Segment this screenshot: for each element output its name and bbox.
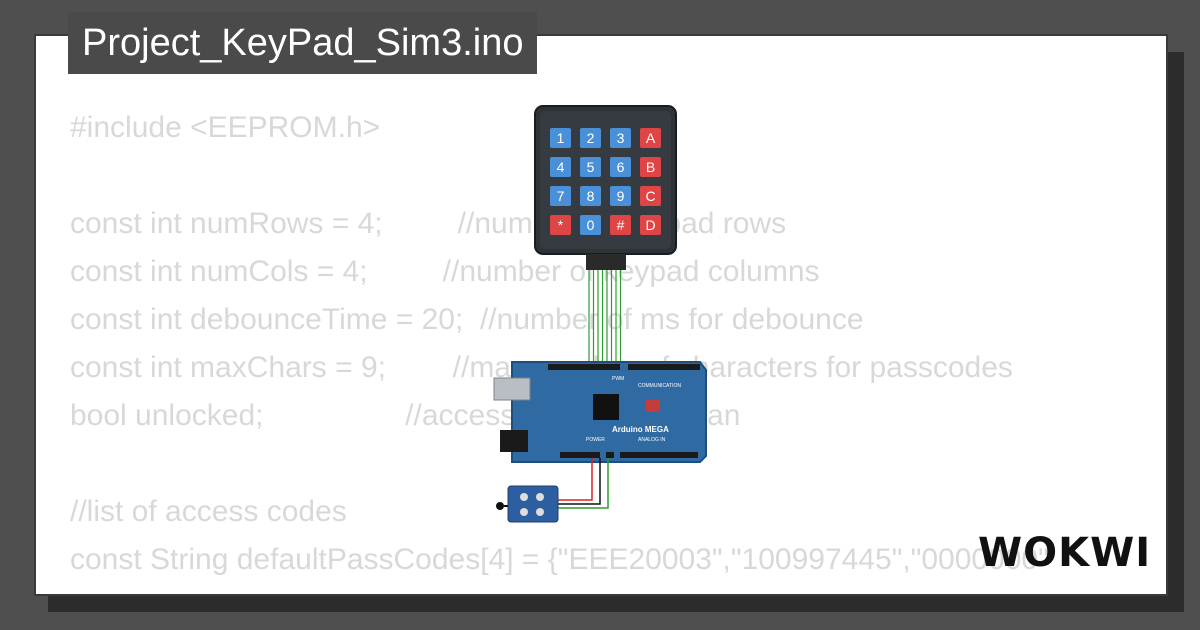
keypad-key-0[interactable]: 0 [580, 215, 601, 235]
keypad-key-label: B [646, 159, 655, 175]
keypad-key-label: C [645, 188, 655, 204]
communication-label: COMMUNICATION [638, 383, 681, 389]
keypad-key-label: D [645, 217, 655, 233]
wokwi-logo-text: WOKWI [978, 530, 1150, 576]
keypad-key-*[interactable]: * [550, 215, 571, 235]
pwm-label: PWM [612, 376, 624, 382]
keypad-key-label: 1 [557, 130, 565, 146]
code-line: const String defaultPassCodes[4] = {"EEE… [70, 543, 1049, 576]
keypad-key-label: 6 [617, 159, 625, 175]
keypad-key-label: A [646, 130, 656, 146]
code-line: const int numRows = 4; //number of keypa… [70, 207, 787, 240]
keypad-key-label: 4 [557, 159, 565, 175]
analog-label: ANALOG IN [638, 437, 666, 443]
header-pins-top [628, 364, 700, 370]
header-pins-bottom [560, 452, 600, 458]
keypad-key-label: 8 [587, 188, 595, 204]
keypad-key-label: 5 [587, 159, 595, 175]
keypad-key-label: # [617, 217, 625, 233]
keypad-key-4[interactable]: 4 [550, 157, 571, 177]
keypad-key-1[interactable]: 1 [550, 128, 571, 148]
keypad-key-7[interactable]: 7 [550, 186, 571, 206]
keypad-key-label: 2 [587, 130, 595, 146]
keypad-key-label: 0 [587, 217, 595, 233]
code-line: const int debounceTime = 20; //number of… [70, 303, 864, 336]
code-line: #include <EEPROM.h> [70, 111, 381, 144]
keypad-key-8[interactable]: 8 [580, 186, 601, 206]
keypad-key-A[interactable]: A [640, 128, 661, 148]
keypad-key-D[interactable]: D [640, 215, 661, 235]
header-pins-top [548, 364, 620, 370]
power-label: POWER [586, 437, 605, 443]
keypad-key-5[interactable]: 5 [580, 157, 601, 177]
keypad-key-9[interactable]: 9 [610, 186, 631, 206]
sensor-wires [558, 458, 609, 509]
keypad-key-#[interactable]: # [610, 215, 631, 235]
keypad-key-2[interactable]: 2 [580, 128, 601, 148]
header-pins-bottom [620, 452, 698, 458]
sensor-module[interactable] [496, 485, 559, 523]
keypad-key-C[interactable]: C [640, 186, 661, 206]
keypad-key-3[interactable]: 3 [610, 128, 631, 148]
code-line: const int numCols = 4; //number of keypa… [70, 255, 820, 288]
keypad-key-label: 9 [617, 188, 625, 204]
keypad-connector [586, 254, 626, 364]
keypad-key-label: 3 [617, 130, 625, 146]
header-pins-bottom [606, 452, 614, 458]
keypad[interactable]: 1 2 3 A 4 5 6 B 7 8 9 C * 0 # D [534, 105, 677, 255]
keypad-key-B[interactable]: B [640, 157, 661, 177]
arduino-mega-board[interactable]: PWM COMMUNICATION Arduino MEGA POWER ANA… [493, 361, 707, 463]
project-title: Project_KeyPad_Sim3.ino [68, 12, 538, 74]
board-label: Arduino MEGA [612, 425, 669, 434]
keypad-key-6[interactable]: 6 [610, 157, 631, 177]
wokwi-logo: WOKWI [978, 530, 1150, 576]
code-line: //list of access codes [70, 495, 347, 528]
keypad-key-label: 7 [557, 188, 565, 204]
keypad-key-label: * [558, 217, 564, 233]
